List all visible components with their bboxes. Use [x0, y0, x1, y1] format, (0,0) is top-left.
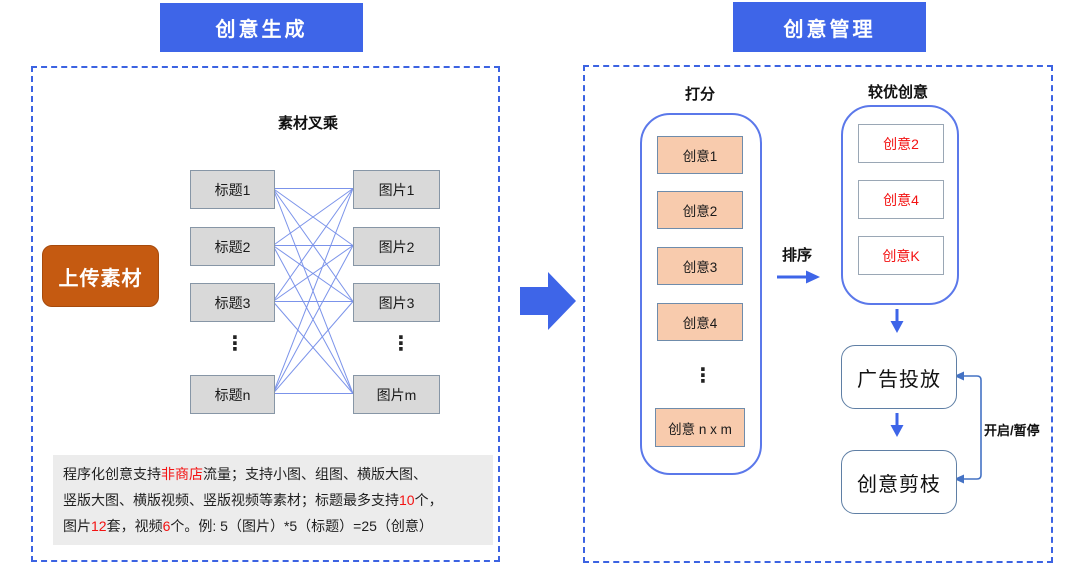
sort-label: 排序	[782, 247, 813, 264]
note-text: 流量；支持小图、组图、横版大图、	[203, 466, 427, 482]
note-text: 竖版大图、横版视频、竖版视频等素材；标题最多支持	[63, 492, 399, 508]
image-box: 图片2	[353, 227, 440, 266]
note-highlight: 10	[399, 492, 415, 508]
note-text: 套，视频	[106, 518, 163, 534]
best-creatives-label: 较优创意	[867, 84, 928, 101]
note-text: 个，	[414, 492, 443, 508]
creative-management-panel	[583, 65, 1053, 563]
title-box: 标题2	[190, 227, 275, 266]
creative-pruning-box: 创意剪枝	[841, 450, 957, 514]
best-creative-box: 创意2	[858, 124, 944, 163]
creative-generation-header: 创意生成	[160, 3, 363, 52]
creative-box: 创意3	[657, 247, 743, 285]
creative-generation-panel	[31, 66, 500, 562]
creative-box: 创意 n x m	[655, 408, 745, 447]
image-box: 图片m	[353, 375, 440, 414]
best-creative-box: 创意4	[858, 180, 944, 219]
note-highlight: 12	[91, 518, 107, 534]
note-box: 程序化创意支持非商店流量；支持小图、组图、横版大图、 竖版大图、横版视频、竖版视…	[53, 455, 493, 545]
material-cross-label: 素材叉乘	[277, 115, 338, 132]
note-text: 图片	[63, 518, 91, 534]
image-box: 图片3	[353, 283, 440, 322]
creative-box: 创意4	[657, 303, 743, 341]
creative-management-header: 创意管理	[733, 2, 926, 52]
vertical-ellipsis: ⋮	[693, 365, 713, 387]
creative-box: 创意1	[657, 136, 743, 174]
vertical-ellipsis: ⋮	[391, 333, 411, 355]
creative-box: 创意2	[657, 191, 743, 229]
toggle-label: 开启/暂停	[984, 423, 1040, 438]
scoring-label: 打分	[684, 86, 715, 103]
note-line: 程序化创意支持非商店流量；支持小图、组图、横版大图、	[63, 461, 483, 487]
title-box: 标题1	[190, 170, 275, 209]
title-box: 标题n	[190, 375, 275, 414]
image-box: 图片1	[353, 170, 440, 209]
title-box: 标题3	[190, 283, 275, 322]
note-highlight: 非商店	[161, 466, 203, 482]
ad-delivery-box: 广告投放	[841, 345, 957, 409]
note-text: 程序化创意支持	[63, 466, 161, 482]
note-text: 个。例: 5（图片）*5（标题）=25（创意）	[170, 518, 433, 534]
flow-arrow-icon	[520, 272, 576, 330]
note-line: 图片12套，视频6个。例: 5（图片）*5（标题）=25（创意）	[63, 513, 483, 539]
best-creative-box: 创意K	[858, 236, 944, 275]
upload-material-button: 上传素材	[42, 245, 159, 307]
note-highlight: 6	[162, 518, 171, 534]
note-line: 竖版大图、横版视频、竖版视频等素材；标题最多支持10个，	[63, 487, 483, 513]
vertical-ellipsis: ⋮	[225, 333, 245, 355]
